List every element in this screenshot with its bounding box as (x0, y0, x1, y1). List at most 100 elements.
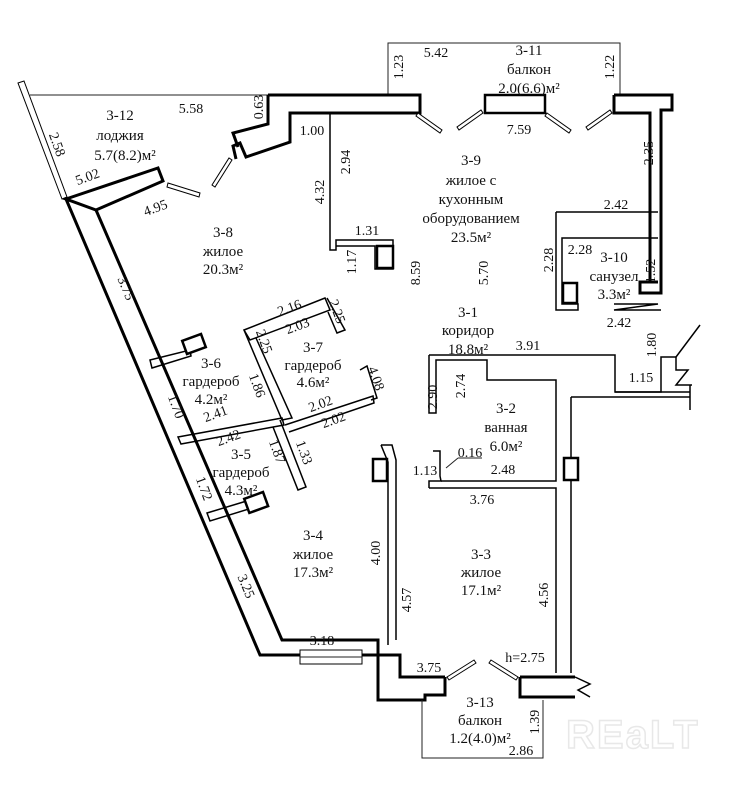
dimension-label: 2.94 (339, 150, 354, 175)
room-label-3-8: 3-8 жилое 20.3м² (202, 225, 244, 278)
room-area: 20.3м² (203, 262, 244, 278)
dimension-label: 1.17 (345, 250, 360, 275)
dimension-label: 2.35 (642, 141, 657, 166)
room-id: 3-3 (471, 547, 491, 563)
dimension-label: 4.00 (369, 541, 384, 566)
room-label-3-4: 3-4 жилое 17.3м² (292, 528, 334, 581)
dimension-label: 3.91 (516, 339, 541, 354)
room-type: оборудованием (422, 211, 520, 227)
dimension-label: 2.48 (491, 463, 516, 478)
room-area: 17.3м² (293, 565, 334, 581)
dimension-label: 2.86 (509, 744, 534, 759)
balcony-3-11-outline (387, 42, 621, 95)
dimension-label: 2.90 (426, 385, 441, 410)
dimension-label: 1.00 (300, 124, 325, 139)
room-id: 3-4 (303, 528, 323, 544)
room-area: 18.8м² (448, 342, 489, 358)
room-type: гардероб (212, 465, 269, 481)
room-label-3-12: 3-12 лоджия 5.7(8.2)м² (94, 108, 156, 164)
room-type: гардероб (182, 374, 239, 390)
dimension-label: 8.59 (409, 261, 424, 286)
dimension-label: 1.80 (645, 333, 660, 358)
room-id: 3-13 (466, 695, 494, 711)
room-type: лоджия (96, 128, 144, 144)
room-label-3-9: 3-9 жилое с кухонным оборудованием 23.5м… (422, 153, 520, 246)
room-id: 3-5 (231, 447, 251, 463)
dimension-label: 2.74 (454, 374, 469, 399)
room-label-3-6: 3-6 гардероб 4.2м² (182, 356, 239, 408)
room-type: гардероб (284, 358, 341, 374)
room-label-3-5: 3-5 гардероб 4.3м² (212, 447, 269, 499)
room-type: жилое (460, 565, 502, 581)
room-area: 4.2м² (195, 392, 228, 408)
dimension-label: 2.28 (542, 248, 557, 273)
dimension-label: 0.63 (252, 95, 267, 120)
dimension-label: 5.02 (74, 166, 102, 188)
room-label-3-11: 3-11 балкон 2.0(6.6)м² (498, 43, 560, 97)
room-label-3-13: 3-13 балкон 1.2(4.0)м² (449, 695, 511, 747)
room-label-3-1: 3-1 коридор 18.8м² (442, 305, 494, 358)
room-type: жилое (202, 244, 244, 260)
dimension-label: 1.70 (164, 393, 186, 421)
room-id: 3-8 (213, 225, 233, 241)
dimension-label: 3.18 (310, 634, 335, 649)
dimension-label: 4.32 (313, 180, 328, 205)
room-type: ванная (484, 420, 527, 436)
room-label-3-3: 3-3 жилое 17.1м² (460, 547, 502, 599)
dimension-label: 4.56 (537, 583, 552, 608)
room-label-3-7: 3-7 гардероб 4.6м² (284, 340, 341, 391)
ceiling-height-label: h=2.75 (505, 651, 544, 666)
dimension-label: 5.58 (179, 102, 204, 117)
room-type: балкон (458, 713, 502, 729)
dimension-label: 2.42 (607, 316, 632, 331)
room-label-3-10: 3-10 санузел 3.3м² (589, 250, 639, 303)
room-id: 3-11 (516, 43, 543, 59)
room-id: 3-12 (106, 108, 134, 124)
dimension-label: 1.52 (644, 259, 659, 284)
room-id: 3-6 (201, 356, 221, 372)
room-area: 1.2(4.0)м² (449, 731, 511, 747)
dimension-label: 1.22 (603, 55, 618, 80)
dimension-label: 1.15 (629, 371, 654, 386)
dimension-label: 5.70 (477, 261, 492, 286)
dimension-label: 2.28 (568, 243, 593, 258)
room-type: санузел (589, 269, 639, 285)
dimension-label: 1.31 (355, 224, 380, 239)
dimension-label: 2.16 (276, 297, 304, 319)
room-type: коридор (442, 323, 494, 339)
dimension-label: 1.87 (265, 438, 287, 466)
dimension-label: 1.13 (413, 464, 438, 479)
room-area: 17.1м² (461, 583, 502, 599)
balcony-3-13-outline (421, 700, 544, 759)
room-type: жилое (292, 547, 334, 563)
interior-walls (149, 113, 701, 673)
loggia-3-12-outline (17, 80, 268, 200)
dimension-label: 1.23 (392, 55, 407, 80)
dimension-label: 1.39 (528, 710, 543, 735)
dimension-label: 4.08 (364, 365, 386, 393)
dimension-label: 1.33 (292, 439, 314, 467)
room-area: 2.0(6.6)м² (498, 81, 560, 97)
room-area: 6.0м² (490, 439, 523, 455)
room-type: кухонным (439, 192, 504, 208)
room-id: 3-7 (303, 340, 323, 356)
room-id: 3-9 (461, 153, 481, 169)
room-id: 3-1 (458, 305, 478, 321)
room-area: 23.5м² (451, 230, 492, 246)
room-area: 3.3м² (598, 287, 631, 303)
room-id: 3-10 (600, 250, 628, 266)
dimension-label: 7.59 (507, 123, 532, 138)
dimension-label: 5.42 (424, 46, 449, 61)
room-type: балкон (507, 62, 551, 78)
room-label-3-2: 3-2 ванная 6.0м² (484, 401, 527, 455)
room-area: 4.6м² (297, 375, 330, 391)
dimension-label: 2.42 (604, 198, 629, 213)
room-area: 4.3м² (225, 483, 258, 499)
dimension-label: 3.76 (470, 493, 495, 508)
dimension-label: 3.75 (417, 661, 442, 676)
room-id: 3-2 (496, 401, 516, 417)
dimension-label: 4.95 (142, 197, 170, 219)
dimension-label: 2.25 (325, 298, 347, 326)
room-area: 5.7(8.2)м² (94, 148, 156, 164)
